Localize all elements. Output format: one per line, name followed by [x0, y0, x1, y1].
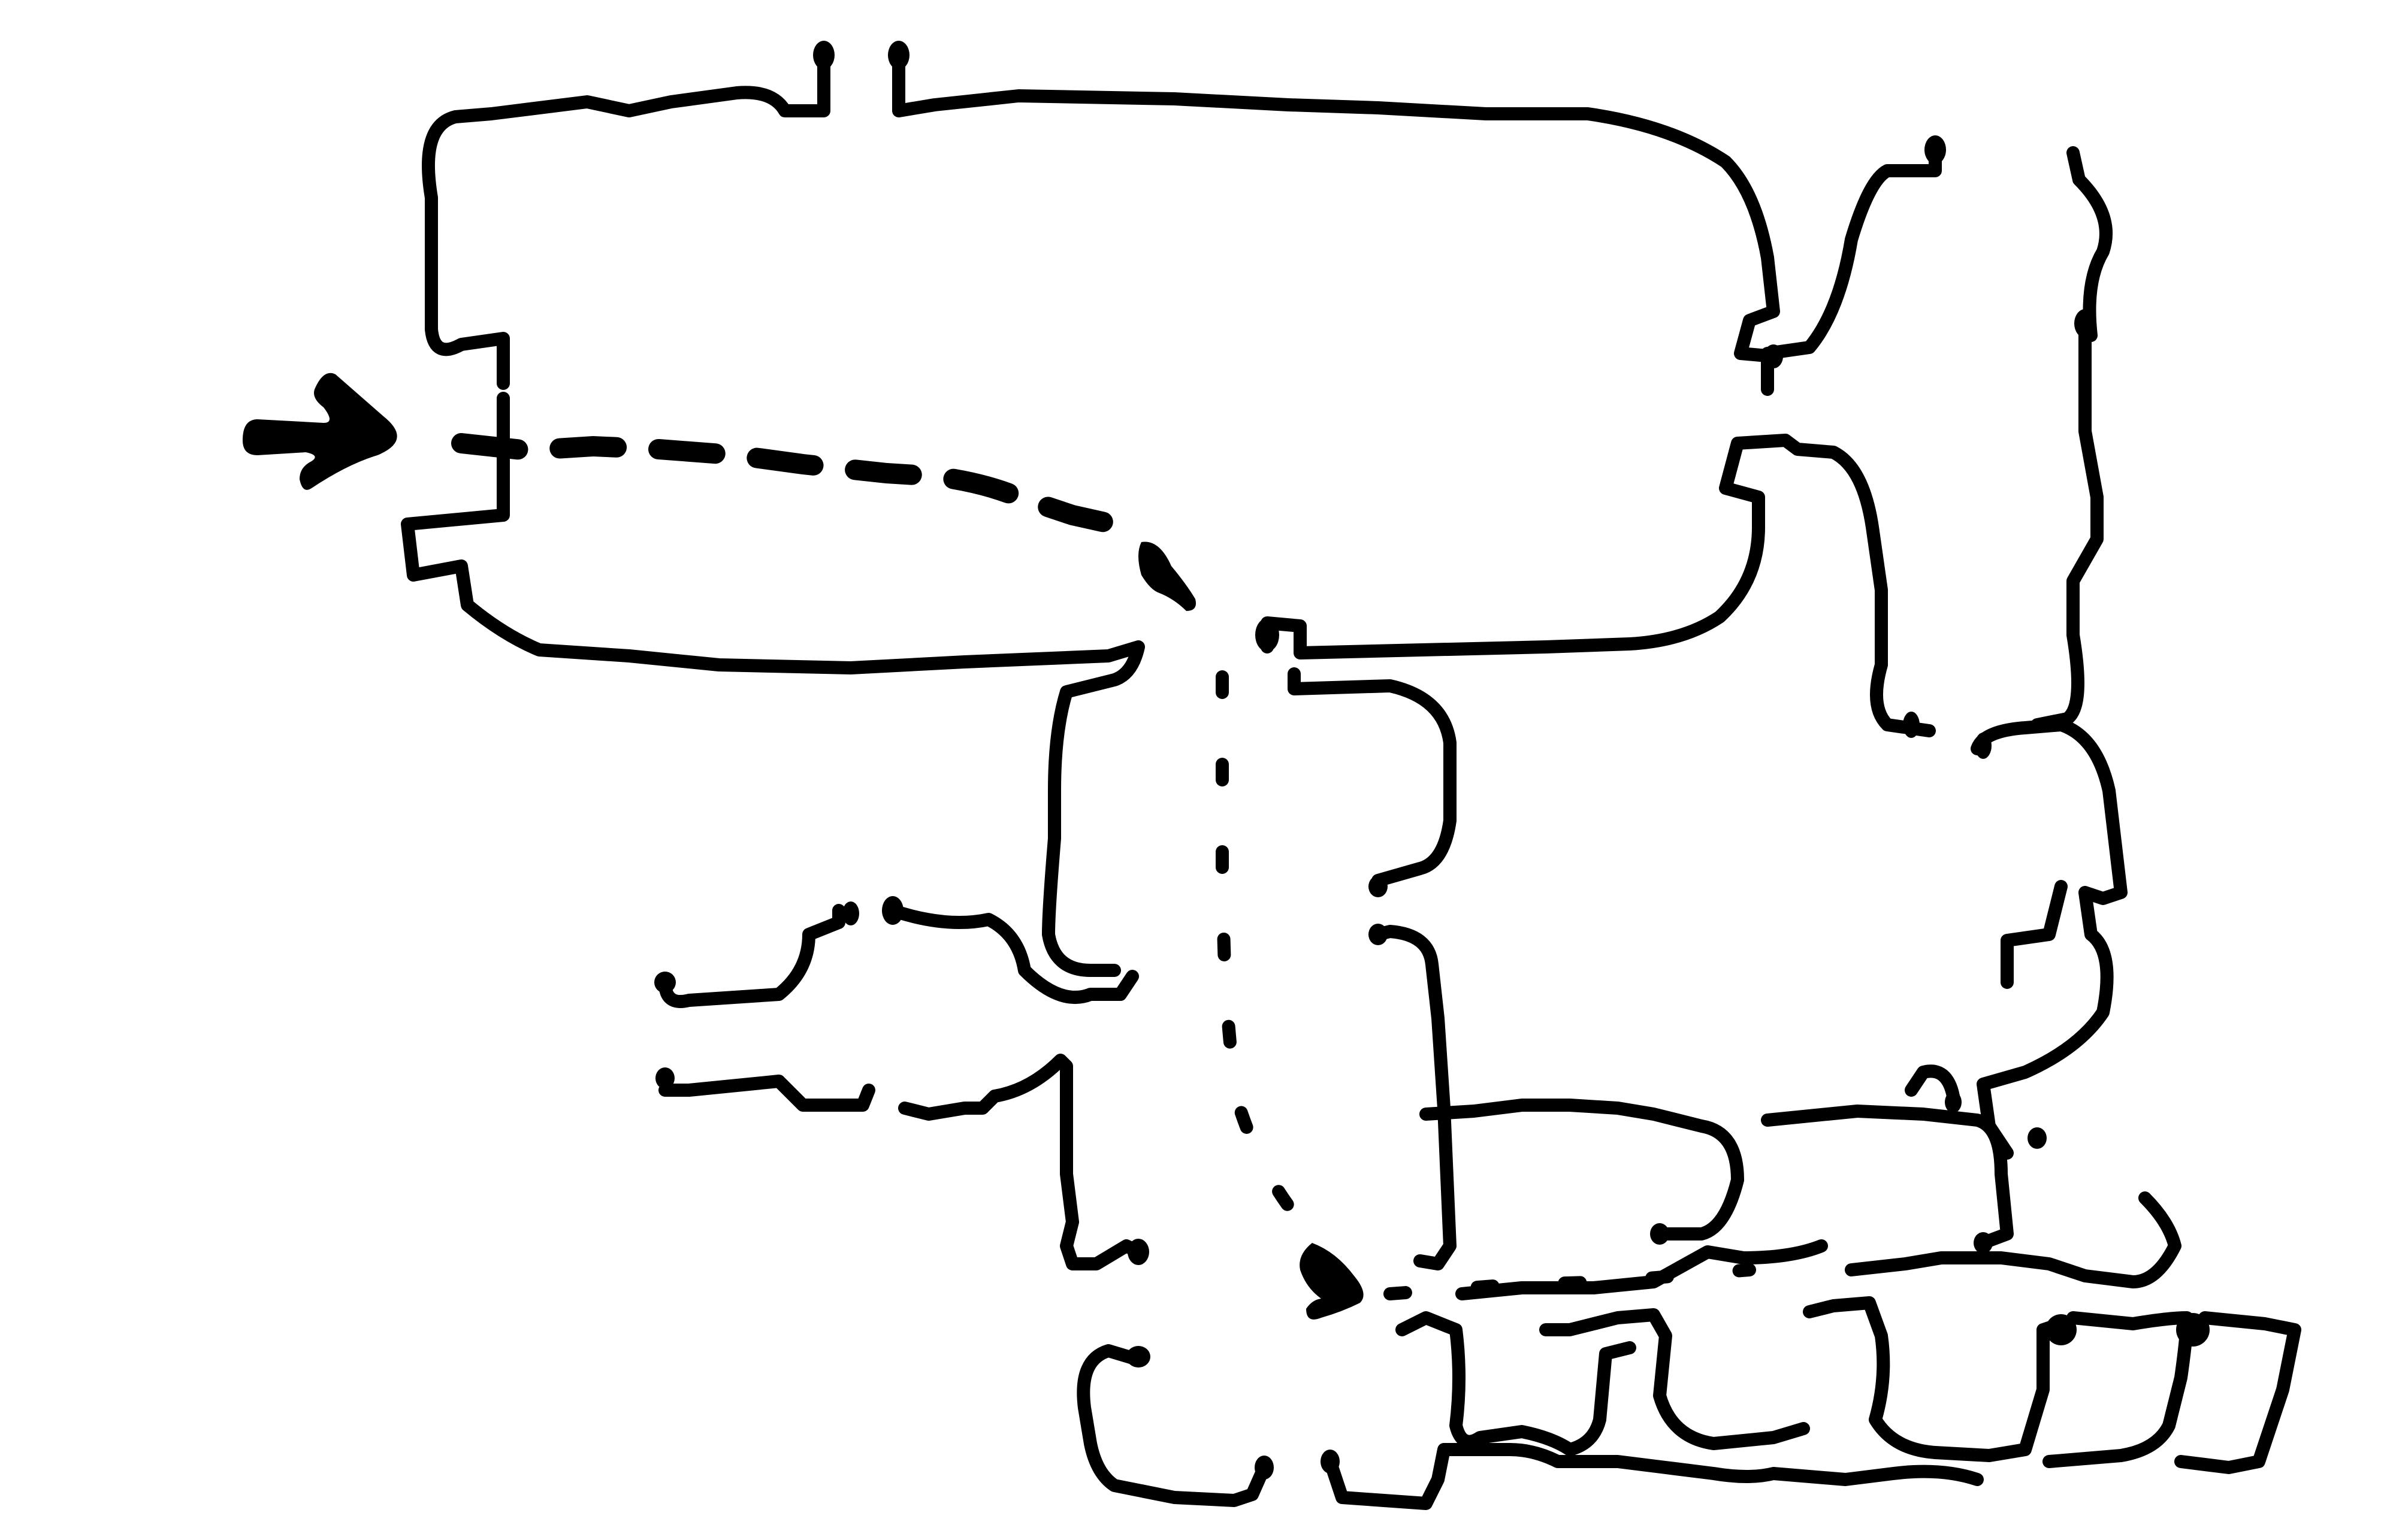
wall-lower-right-row-d	[1845, 1191, 2181, 1288]
wall-lower-right-row-b	[1761, 1105, 2014, 1249]
wall-lower-left-dead-end	[658, 904, 845, 1008]
wall-end-knob	[1126, 1346, 1150, 1367]
wall-lower-right-rooms	[1419, 1099, 1744, 1241]
wall-end-knob	[1321, 1450, 1340, 1474]
wall-ends	[654, 41, 2210, 1480]
wall-top-left	[422, 47, 830, 390]
wall-end-knob	[1368, 876, 1388, 897]
solution-path	[451, 433, 1756, 1300]
path-segment-entry	[451, 433, 1137, 537]
wall-end-knob	[1128, 1239, 1149, 1265]
wall-lower-left-zigzag	[886, 904, 1139, 1004]
wall-bottom-base	[1324, 1443, 1984, 1510]
wall-lower-right-row-c	[1455, 1239, 1828, 1300]
wall-bottom-row-edge	[2174, 1311, 2301, 1474]
wall-right-edge	[1971, 718, 2128, 1160]
wall-lower-left-second-row	[658, 1075, 875, 1112]
wall-end-knob	[888, 41, 910, 69]
wall-end-knob	[1974, 1232, 1993, 1254]
start-arrow-icon	[243, 373, 397, 490]
wall-top-right	[892, 47, 1780, 363]
wall-inner-right-upper	[1761, 143, 1942, 396]
wall-end-knob	[1255, 1456, 1274, 1480]
wall-end-knob	[2028, 1127, 2047, 1149]
wall-end-knob	[882, 896, 904, 925]
wall-bottom-row-far-right	[2042, 1311, 2193, 1468]
wall-end-knob	[813, 41, 835, 69]
wall-end-knob	[2045, 1314, 2077, 1345]
wall-end-knob	[2176, 1313, 2210, 1347]
wall-end-knob	[655, 1067, 675, 1089]
wall-bottom-row-left	[1395, 1311, 1636, 1456]
wall-center-box	[1288, 667, 1457, 887]
wall-right-column	[2031, 146, 2113, 731]
wall-center-right-vertical	[1371, 925, 1457, 1270]
wall-bottom-row-right	[1803, 1296, 2068, 1462]
wall-end-knob	[1945, 1091, 1962, 1113]
wall-end-knob	[1924, 135, 1946, 164]
path-segment-down	[1216, 670, 1313, 1235]
end-arrow-head	[1300, 1243, 1364, 1320]
wall-end-knob	[1975, 733, 1992, 759]
end-arrow-icon	[1138, 541, 1364, 1320]
wall-end-knob	[1368, 924, 1388, 945]
wall-end-knob	[1650, 1223, 1669, 1245]
wall-end-knob	[2074, 309, 2096, 338]
end-arrow-tail	[1138, 541, 1196, 611]
wall-left-lower	[401, 392, 1145, 977]
wall-right-middle	[1261, 434, 1936, 737]
wall-right-lower-stub	[2001, 880, 2068, 989]
wall-end-knob	[1255, 618, 1279, 652]
wall-bottom-row-mid	[1539, 1308, 1810, 1450]
wall-end-knob	[1903, 712, 1920, 738]
wall-end-knob	[654, 972, 676, 993]
wall-lower-left-hook	[898, 1054, 1145, 1270]
wall-bottom-left-corner	[1077, 1344, 1271, 1507]
wall-right-lower-hook	[1905, 1064, 1960, 1103]
inner-walls	[658, 143, 2301, 1510]
wall-end-knob	[842, 901, 859, 925]
wall-end-knob	[1764, 344, 1783, 368]
start-arrow-head	[243, 373, 397, 490]
